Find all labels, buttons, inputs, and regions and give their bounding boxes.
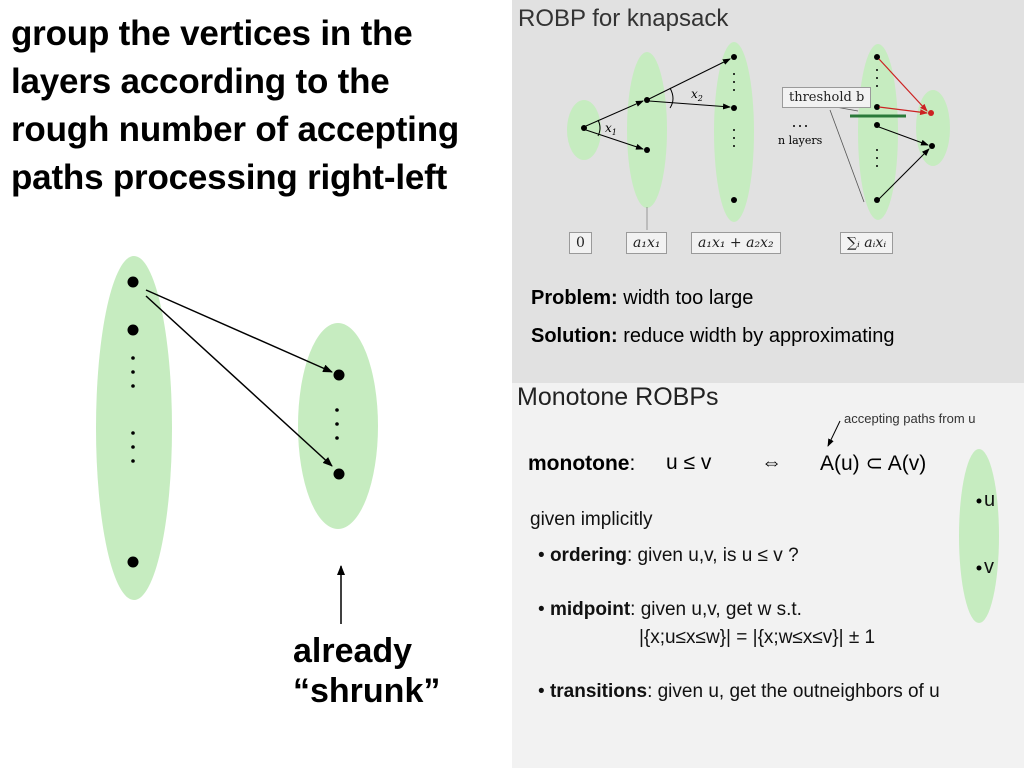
edge-label-x1: x1 [605, 121, 617, 137]
robp-knapsack-panel: ROBP for knapsack [512, 0, 1024, 383]
item-transitions-label: transitions [549, 681, 648, 702]
layer-diagram [96, 256, 378, 624]
n-layers-label: n layers [778, 134, 823, 147]
vertex [127, 556, 139, 568]
robp-accept-vertex [928, 110, 934, 116]
monotone-rhs: A(u) ⊂ A(v) [820, 452, 927, 475]
vertex-u-label: u [984, 489, 996, 511]
slide-title: group the vertices in the layers accordi… [11, 10, 531, 202]
layer-label-1: a₁x₁ [626, 232, 668, 254]
vertex-v [976, 565, 982, 571]
left-layer [96, 256, 172, 600]
uv-layer [959, 449, 999, 623]
robp-ellipsis [733, 69, 878, 167]
iff-symbol: ⇔ [761, 451, 782, 474]
robp-edges [585, 58, 930, 200]
monotone-definition-label: monotone: [528, 452, 636, 475]
item-midpoint: • midpoint: given u,v, get w s.t. [538, 599, 802, 620]
monotone-title: Monotone ROBPs [517, 383, 719, 411]
ellipsis-dots [335, 408, 339, 440]
right-layer-shrunk [298, 323, 378, 529]
ellipsis-dots [131, 356, 135, 463]
robp-diagram: x1 x2 n layers [567, 42, 950, 230]
midpoint-formula: |{x;u≤x≤w}| = |{x;w≤x≤v}| ± 1 [639, 627, 876, 648]
robp-layer-2 [714, 42, 754, 222]
solution-label: Solution: [531, 325, 618, 347]
vertex [333, 369, 345, 381]
slide-title-line-4: paths processing right-left [11, 158, 448, 197]
slide-title-line-1: group the vertices in the [11, 14, 413, 53]
problem-line: Problem: width too large [531, 287, 753, 310]
item-midpoint-label: midpoint [549, 599, 631, 620]
robp-layer-1 [627, 52, 667, 208]
robp-title: ROBP for knapsack [518, 5, 729, 32]
robp-vertices [581, 54, 935, 203]
monotone-robps-panel: Monotone ROBPs accepting paths from u mo… [512, 383, 1024, 768]
robp-layer-n [916, 90, 950, 166]
robp-cut-edges [878, 58, 928, 116]
layer-label-0: 0 [569, 232, 592, 254]
edge-arrow [145, 295, 333, 467]
solution-text: reduce width by approximating [617, 325, 895, 347]
note-arrow [827, 420, 841, 447]
slide-title-line-2: layers according to the [11, 62, 390, 101]
edge-label-x2: x2 [691, 87, 703, 103]
edge-arrow [145, 289, 333, 373]
item-ordering-label: ordering [549, 545, 627, 566]
vertex [333, 468, 345, 480]
vertex-v-label: v [984, 556, 994, 578]
problem-text: width too large [617, 287, 754, 309]
item-ordering: • ordering: given u,v, is u ≤ v ? [538, 545, 799, 566]
already-shrunk-label: already “shrunk” [293, 632, 441, 710]
layer-label-2: a₁x₁ + a₂x₂ [691, 232, 781, 254]
vertex-u [976, 498, 982, 504]
given-implicitly: given implicitly [530, 509, 653, 530]
layer-label-n: ∑ᵢ aᵢxᵢ [840, 232, 894, 254]
monotone-lhs: u ≤ v [666, 451, 712, 474]
monotone-diagram [827, 420, 999, 623]
vertex [127, 324, 139, 336]
problem-label: Problem: [531, 287, 618, 309]
vertex [127, 276, 139, 288]
accepting-paths-note: accepting paths from u [844, 411, 976, 426]
solution-line: Solution: reduce width by approximating [531, 325, 894, 348]
threshold-leader [829, 109, 865, 203]
slide-title-line-3: rough number of accepting [11, 110, 460, 149]
item-transitions: • transitions: given u, get the outneigh… [538, 681, 940, 702]
threshold-label: threshold b [782, 87, 872, 108]
